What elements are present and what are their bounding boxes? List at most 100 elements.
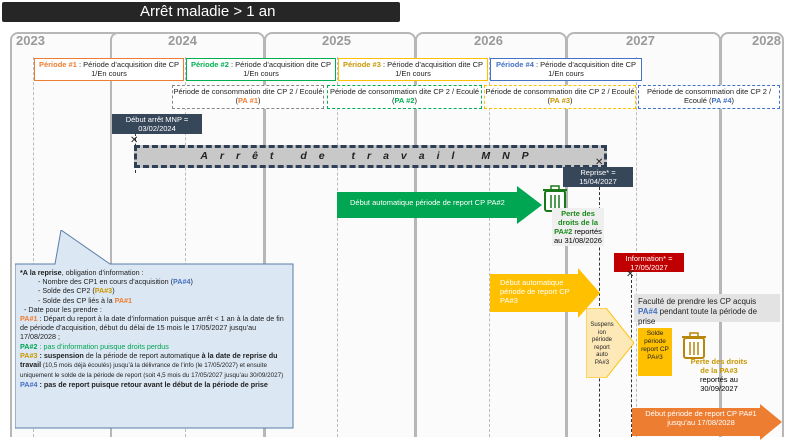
year-label-2027: 2027 xyxy=(626,33,655,48)
suspension-label: Suspension période report auto PA#3 xyxy=(590,322,614,366)
loss-pa2-bold: Perte des droits de la PA#2 xyxy=(554,209,598,236)
consumption-pa: PA #2 xyxy=(394,96,415,105)
info-pa3: PA#3 : suspension de la période de repor… xyxy=(20,351,288,381)
consumption-text: Période de consommation dite CP 2 / Ecou… xyxy=(329,87,480,105)
period-box-4: Période #4 : Période d’acquisition dite … xyxy=(490,58,642,81)
trash-icon xyxy=(682,332,706,359)
info-callout-shape xyxy=(15,230,294,429)
year-label-2023: 2023 xyxy=(16,33,45,48)
info-pa3-label: PA#3 xyxy=(20,350,38,360)
suspension-chevron xyxy=(586,308,634,378)
consumption-end: ) xyxy=(258,96,261,105)
info-intro-text: , obligation d’information : xyxy=(61,268,144,277)
info-pa3-bold: : suspension xyxy=(37,350,84,360)
consumption-box-3: Période de consommation dite CP 2 / Ecou… xyxy=(484,85,636,109)
period-label: Période #2 xyxy=(190,60,229,69)
period-text: : Période d’acquisition dite CP 1/En cou… xyxy=(228,60,332,78)
info-pa1-text: : Départ du report à la date d’informati… xyxy=(20,314,284,342)
loss-pa3-note: Perte des droits de la PA#3 reportés au … xyxy=(688,357,750,393)
option-text: Faculté de prendre les CP acquis xyxy=(638,297,757,306)
period-text: : Période d’acquisition dite CP 1/En cou… xyxy=(380,60,484,78)
arrow-pa2-shape xyxy=(337,186,542,224)
timeline-divider xyxy=(185,57,186,437)
reprise-date-tag: Reprise* = 15/04/2027 xyxy=(563,167,633,187)
solde-box: Solde période report CP PA#3 xyxy=(638,328,672,376)
loss-pa3-bold: Perte des droits de la PA#3 xyxy=(690,357,748,375)
period-text: : Période d’acquisition dite CP 1/En cou… xyxy=(533,60,637,78)
info-date-intro: - Date pour les prendre : xyxy=(24,304,102,314)
consumption-text: Période de consommation dite CP 2 / Ecou… xyxy=(485,87,635,105)
arrow-pa2 xyxy=(337,186,542,224)
period-label: Période #1 xyxy=(38,60,77,69)
loss-pa2-rest: reportés au 31/08/2026 xyxy=(554,227,602,245)
info-bullet-3: - Solde des CP liés à la PA#1 xyxy=(20,296,288,305)
arrow-pa2-label: Début automatique période de report CP P… xyxy=(350,198,505,207)
period-box-2: Période #2 : Période d’acquisition dite … xyxy=(186,58,336,81)
info-pa1: PA#1 : Départ du report à la date d’info… xyxy=(20,314,288,342)
timeline-divider xyxy=(337,57,338,437)
option-pa: PA#4 xyxy=(638,307,658,316)
arrow-pa3-label: Début automatique période de report CP P… xyxy=(500,278,570,305)
info-bullet-pa: PA#3 xyxy=(94,286,113,296)
period-text: : Période d’acquisition dite CP 1/En cou… xyxy=(76,60,180,78)
start-cross-icon: ✕ xyxy=(130,135,139,146)
start-date-tag: Début arrêt MNP = 03/02/2024 xyxy=(112,114,202,134)
timeline-divider xyxy=(636,57,637,437)
arrow-pa1 xyxy=(632,404,782,440)
consumption-box-1: Période de consommation dite CP 2 / Ecou… xyxy=(172,85,324,109)
consumption-pa: PA #3 xyxy=(549,96,570,105)
consumption-end: ) xyxy=(414,96,418,105)
arrow-pa1-label: Début période de report CP PA#1 jusqu’au… xyxy=(645,409,757,427)
info-pa3-rest: (10,5 mois déjà écoulés) jusqu’à la déli… xyxy=(20,362,284,380)
trash-icon xyxy=(543,185,567,212)
info-bullet-pa: PA#4 xyxy=(173,277,191,287)
info-pa4-label: PA#4 xyxy=(20,380,38,390)
timeline-divider xyxy=(33,57,34,437)
info-intro: *A la reprise, obligation d’information … xyxy=(20,268,288,277)
info-pa4: PA#4 : pas de report puisque retour avan… xyxy=(20,380,288,389)
period-box-3: Période #3 : Période d’acquisition dite … xyxy=(338,58,488,81)
period-label: Période #4 xyxy=(495,60,534,69)
suspension-shape xyxy=(586,308,634,378)
information-line xyxy=(631,275,632,437)
info-pa2-label: PA#2 xyxy=(20,341,38,351)
info-pa3-bold2: à la date de reprise du travail xyxy=(20,350,278,370)
consumption-pa: PA #1 xyxy=(237,96,258,105)
loss-pa3-rest: reportés au 30/09/2027 xyxy=(700,375,738,393)
info-pa2: PA#2 : pas d’information puisque droits … xyxy=(20,342,288,351)
period-label: Période #3 xyxy=(342,60,381,69)
consumption-pa: PA #4 xyxy=(711,96,732,105)
arrow-pa3 xyxy=(490,268,600,318)
work-stop-label: Arrêt de travail MNP xyxy=(200,150,541,162)
loss-pa2-note: Perte des droits de la PA#2 reportés au … xyxy=(552,208,604,246)
consumption-end: ) xyxy=(731,96,735,105)
option-rest: pendant toute la période de prise xyxy=(638,307,758,326)
info-pa2-text: : pas d’information puisque droits perdu… xyxy=(37,341,169,351)
timeline-divider xyxy=(489,57,490,437)
info-pa4-text: : pas de report puisque retour avant le … xyxy=(37,380,268,390)
info-bullet-1: - Nombre des CP1 en cours d’acquisition … xyxy=(38,277,193,287)
arrow-pa1-shape xyxy=(632,404,782,440)
year-label-2028: 2028 xyxy=(752,33,781,48)
year-label-2025: 2025 xyxy=(322,33,351,48)
info-bullet-pa: PA#1 xyxy=(114,295,133,305)
period-box-1: Période #1 : Période d’acquisition dite … xyxy=(34,58,184,81)
info-bullet-text: - Solde des CP liés à la xyxy=(38,295,115,305)
work-stop-band xyxy=(134,145,607,168)
info-pa3-mid: de la période de report automatique xyxy=(83,350,202,360)
info-box: *A la reprise, obligation d’information … xyxy=(20,268,288,428)
reprise-cross-icon: ✕ xyxy=(595,157,604,168)
consumption-text: Période de consommation dite CP 2 / Ecou… xyxy=(646,87,772,105)
information-date-tag: Information* = 17/05/2027 xyxy=(614,253,684,272)
page-title: Arrêt maladie > 1 an xyxy=(2,2,400,22)
consumption-box-4: Période de consommation dite CP 2 / Ecou… xyxy=(638,85,780,109)
info-bullet-text: - Solde des CP2 ( xyxy=(38,286,95,296)
info-pa1-label: PA#1 xyxy=(20,314,38,324)
year-label-2024: 2024 xyxy=(168,33,197,48)
consumption-text: Période de consommation dite CP 2 / Ecou… xyxy=(173,87,323,105)
option-note: Faculté de prendre les CP acquis PA#4 pe… xyxy=(634,294,780,326)
info-bullet-2: - Solde des CP2 (PA#3) xyxy=(38,286,115,296)
information-cross-icon: ✕ xyxy=(626,269,635,280)
arrow-pa3-shape xyxy=(490,268,600,318)
consumption-box-2: Période de consommation dite CP 2 / Ecou… xyxy=(327,85,482,109)
